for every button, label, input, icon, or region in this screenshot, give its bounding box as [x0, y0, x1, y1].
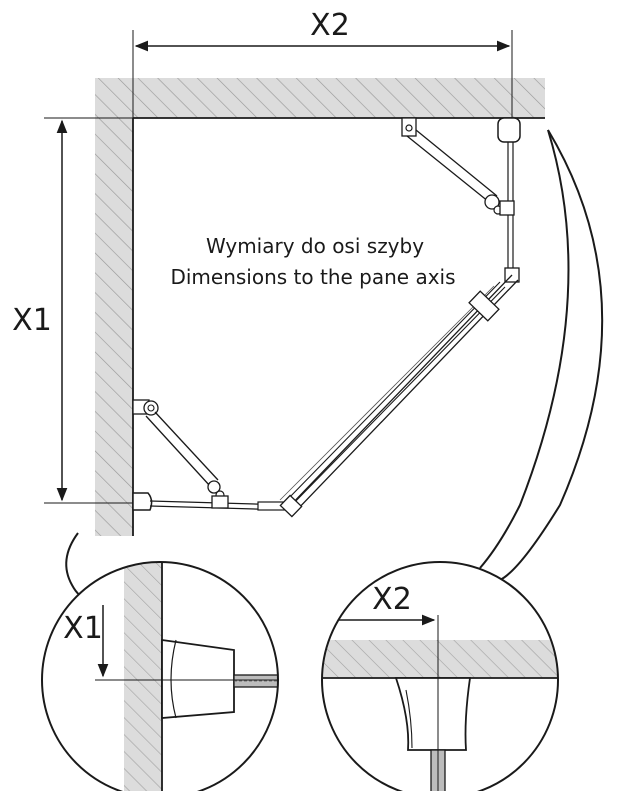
- left-wall: [95, 78, 134, 536]
- detail-left: X1: [41, 561, 279, 791]
- right-fixed-panel: [497, 117, 521, 283]
- dimension-x1-label: X1: [12, 303, 52, 338]
- dimension-x2: X2: [132, 8, 513, 126]
- callout-pointer-right: [499, 129, 604, 581]
- dimension-x2-label: X2: [310, 8, 350, 43]
- stabilizer-bar-top: [401, 117, 515, 216]
- top-wall: [95, 78, 545, 119]
- detail-x1-label: X1: [63, 611, 103, 646]
- diagonal-doors: [279, 274, 519, 518]
- detail-right: X2: [321, 561, 559, 791]
- detail-x2-label: X2: [372, 582, 412, 617]
- note-english: Dimensions to the pane axis: [170, 265, 455, 289]
- dimension-x1: X1: [12, 117, 140, 504]
- stabilizer-bar-bottom: [132, 399, 229, 509]
- note-polish: Wymiary do osi szyby: [206, 234, 424, 258]
